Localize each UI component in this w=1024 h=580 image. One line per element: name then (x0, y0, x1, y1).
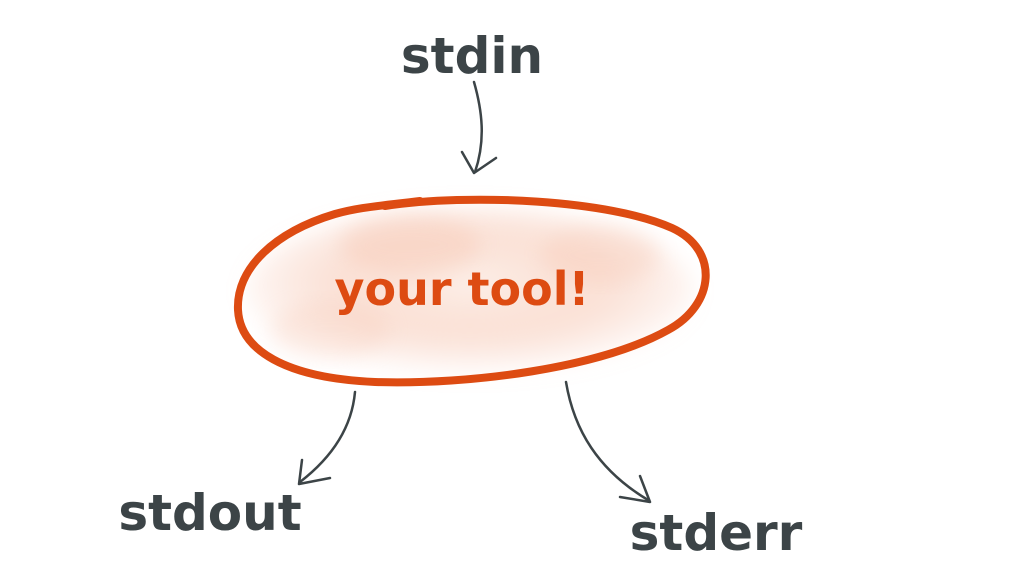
stderr-label: stderr (630, 504, 803, 562)
stdin-label: stdin (401, 27, 543, 85)
error-arrow (564, 380, 652, 504)
output-arrow (297, 390, 357, 486)
tool-label: your tool! (335, 262, 590, 316)
tool-fill (245, 207, 695, 377)
input-arrow (460, 80, 498, 175)
tool-ellipse-outline (233, 195, 710, 387)
stdout-label: stdout (118, 484, 301, 542)
